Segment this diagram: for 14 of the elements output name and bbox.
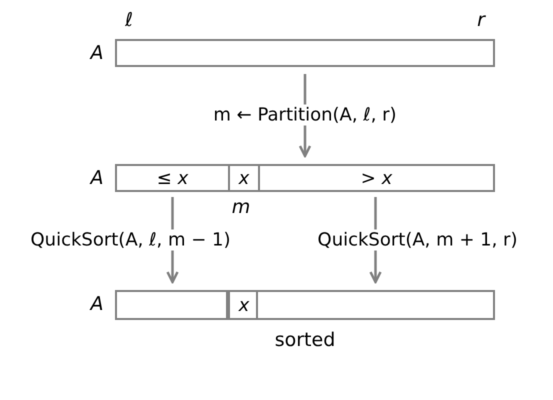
array-cell: x	[228, 166, 258, 190]
array-cell: x	[228, 292, 258, 318]
array-bar	[115, 39, 495, 67]
text-label: sorted	[274, 329, 336, 351]
array-bar	[115, 164, 495, 192]
text-label: A	[90, 293, 104, 315]
text-label: A	[90, 167, 104, 189]
array-cell: ≤ x	[117, 166, 228, 190]
text-label: ℓ	[125, 9, 133, 31]
array-cell: > x	[258, 166, 493, 190]
text-label: A	[90, 42, 104, 64]
text-label: r	[477, 9, 485, 31]
array-bar	[115, 290, 495, 320]
text-label: m	[232, 196, 250, 218]
